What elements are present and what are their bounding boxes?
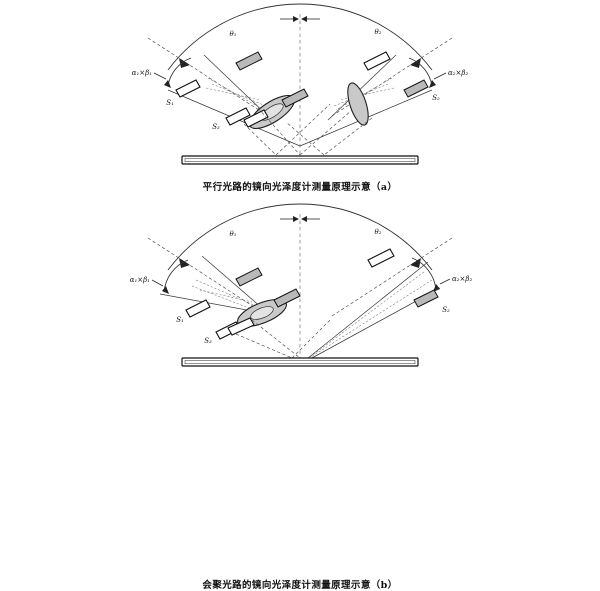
left-arm-reference-dashed [147,37,269,117]
theta-left-label: θ₁ [229,230,236,238]
source-s3-label: S₃ [212,123,220,131]
right-lens-assembly [347,82,369,126]
left-upper-mirror [235,267,263,287]
left-aperture-arc [167,57,192,87]
center-lens-mirror-block [281,88,309,108]
source-s1-element [175,79,201,98]
right-upper-mirror [363,51,391,71]
reflected-dashed-path-right [291,319,331,359]
left-reference-arrowhead [179,258,190,268]
diagram-panel-b: θ₁ θ₂ α₁×β₁ S₁ [0,200,600,591]
reflected-dashed-path-right [299,109,353,156]
alpha-right-leader [433,72,447,80]
sample-plate [181,155,419,165]
left-upper-mirror [235,51,263,71]
left-construction-ray-2 [191,285,255,311]
source-s2-element [413,289,439,308]
left-construction-ray-2 [211,83,267,107]
alpha-left-label: α₁×β₁ [130,276,150,284]
right-reference-arrowhead [410,258,421,268]
alpha-right-leader [439,278,451,285]
right-cone-edge-upper [307,261,429,359]
goniometer-arc [167,3,433,71]
right-construction-ray-1 [309,271,425,358]
left-cone-edge-lower [159,293,259,313]
source-s3-element [225,107,251,126]
right-reference-arrowhead [410,58,421,68]
alpha-left-label: α₁×β₁ [132,69,152,77]
right-construction-ray-2 [310,279,433,358]
left-aperture-arrow-lower [162,286,169,294]
panel-a-drawing: θ₁ θ₂ α₁×β₁ S₁ [132,3,468,165]
center-lens-lower-block [243,109,269,128]
apex-tick-left-arrow [293,216,299,222]
right-beam-edge-upper [327,54,397,121]
source-s2-element [403,79,429,98]
panel-a-caption: 平行光路的镜向光泽度计测量原理示意（a） [202,182,398,193]
incident-dashed-path-left-2 [243,123,277,156]
incident-dashed-path-right-3 [323,117,373,156]
left-reference-arrowhead [179,58,190,68]
right-upper-mirror [367,248,395,268]
goniometer-arc [167,203,433,271]
source-s2-label: S₂ [442,306,450,314]
incident-dashed-path-left [251,319,301,359]
theta-right-label: θ₂ [374,28,381,36]
apex-tick-right-arrow [301,216,307,222]
reflected-dashed-path-left-3 [285,121,325,156]
theta-right-label: θ₂ [374,228,381,236]
incident-dashed-path-left [257,107,301,156]
center-lens-mirror-block [273,288,301,308]
left-construction-ray-3 [199,289,253,303]
apex-tick-right-arrow [301,16,307,22]
source-s1-label: S₁ [176,316,184,324]
left-aperture-arrow-lower [164,80,171,88]
source-s1-label: S₁ [166,99,174,107]
reflected-dashed-path-right-2 [275,103,331,156]
alpha-left-leader [151,279,164,287]
alpha-right-label: α₂×β₂ [448,69,468,77]
center-lens-lower-block [227,317,255,336]
right-aperture-arrow-lower [429,80,436,88]
right-aperture-arrow-lower [433,284,440,292]
incident-dashed-path-left-2 [235,333,293,359]
left-arm-reference-dashed [147,237,269,317]
left-cone-edge-upper [201,255,263,309]
alpha-right-label: α₂×β₂ [452,275,472,283]
left-construction-ray-1 [195,279,257,307]
source-s1-element [185,299,211,318]
source-s3-label: S₃ [204,337,212,345]
sample-plate [181,357,419,367]
diagram-panel-a: θ₁ θ₂ α₁×β₁ S₁ [0,0,600,200]
alpha-left-leader [153,72,167,80]
source-s2-label: S₂ [432,94,440,102]
right-arm-reference-dashed [331,237,453,317]
panel-b-caption: 会聚光路的镜向光泽度计测量原理示意（b） [202,580,398,591]
apex-tick-left-arrow [293,16,299,22]
theta-left-label: θ₁ [229,30,236,38]
panel-b-drawing: θ₁ θ₂ α₁×β₁ S₁ [130,203,472,367]
left-construction-ray-3 [205,87,261,101]
